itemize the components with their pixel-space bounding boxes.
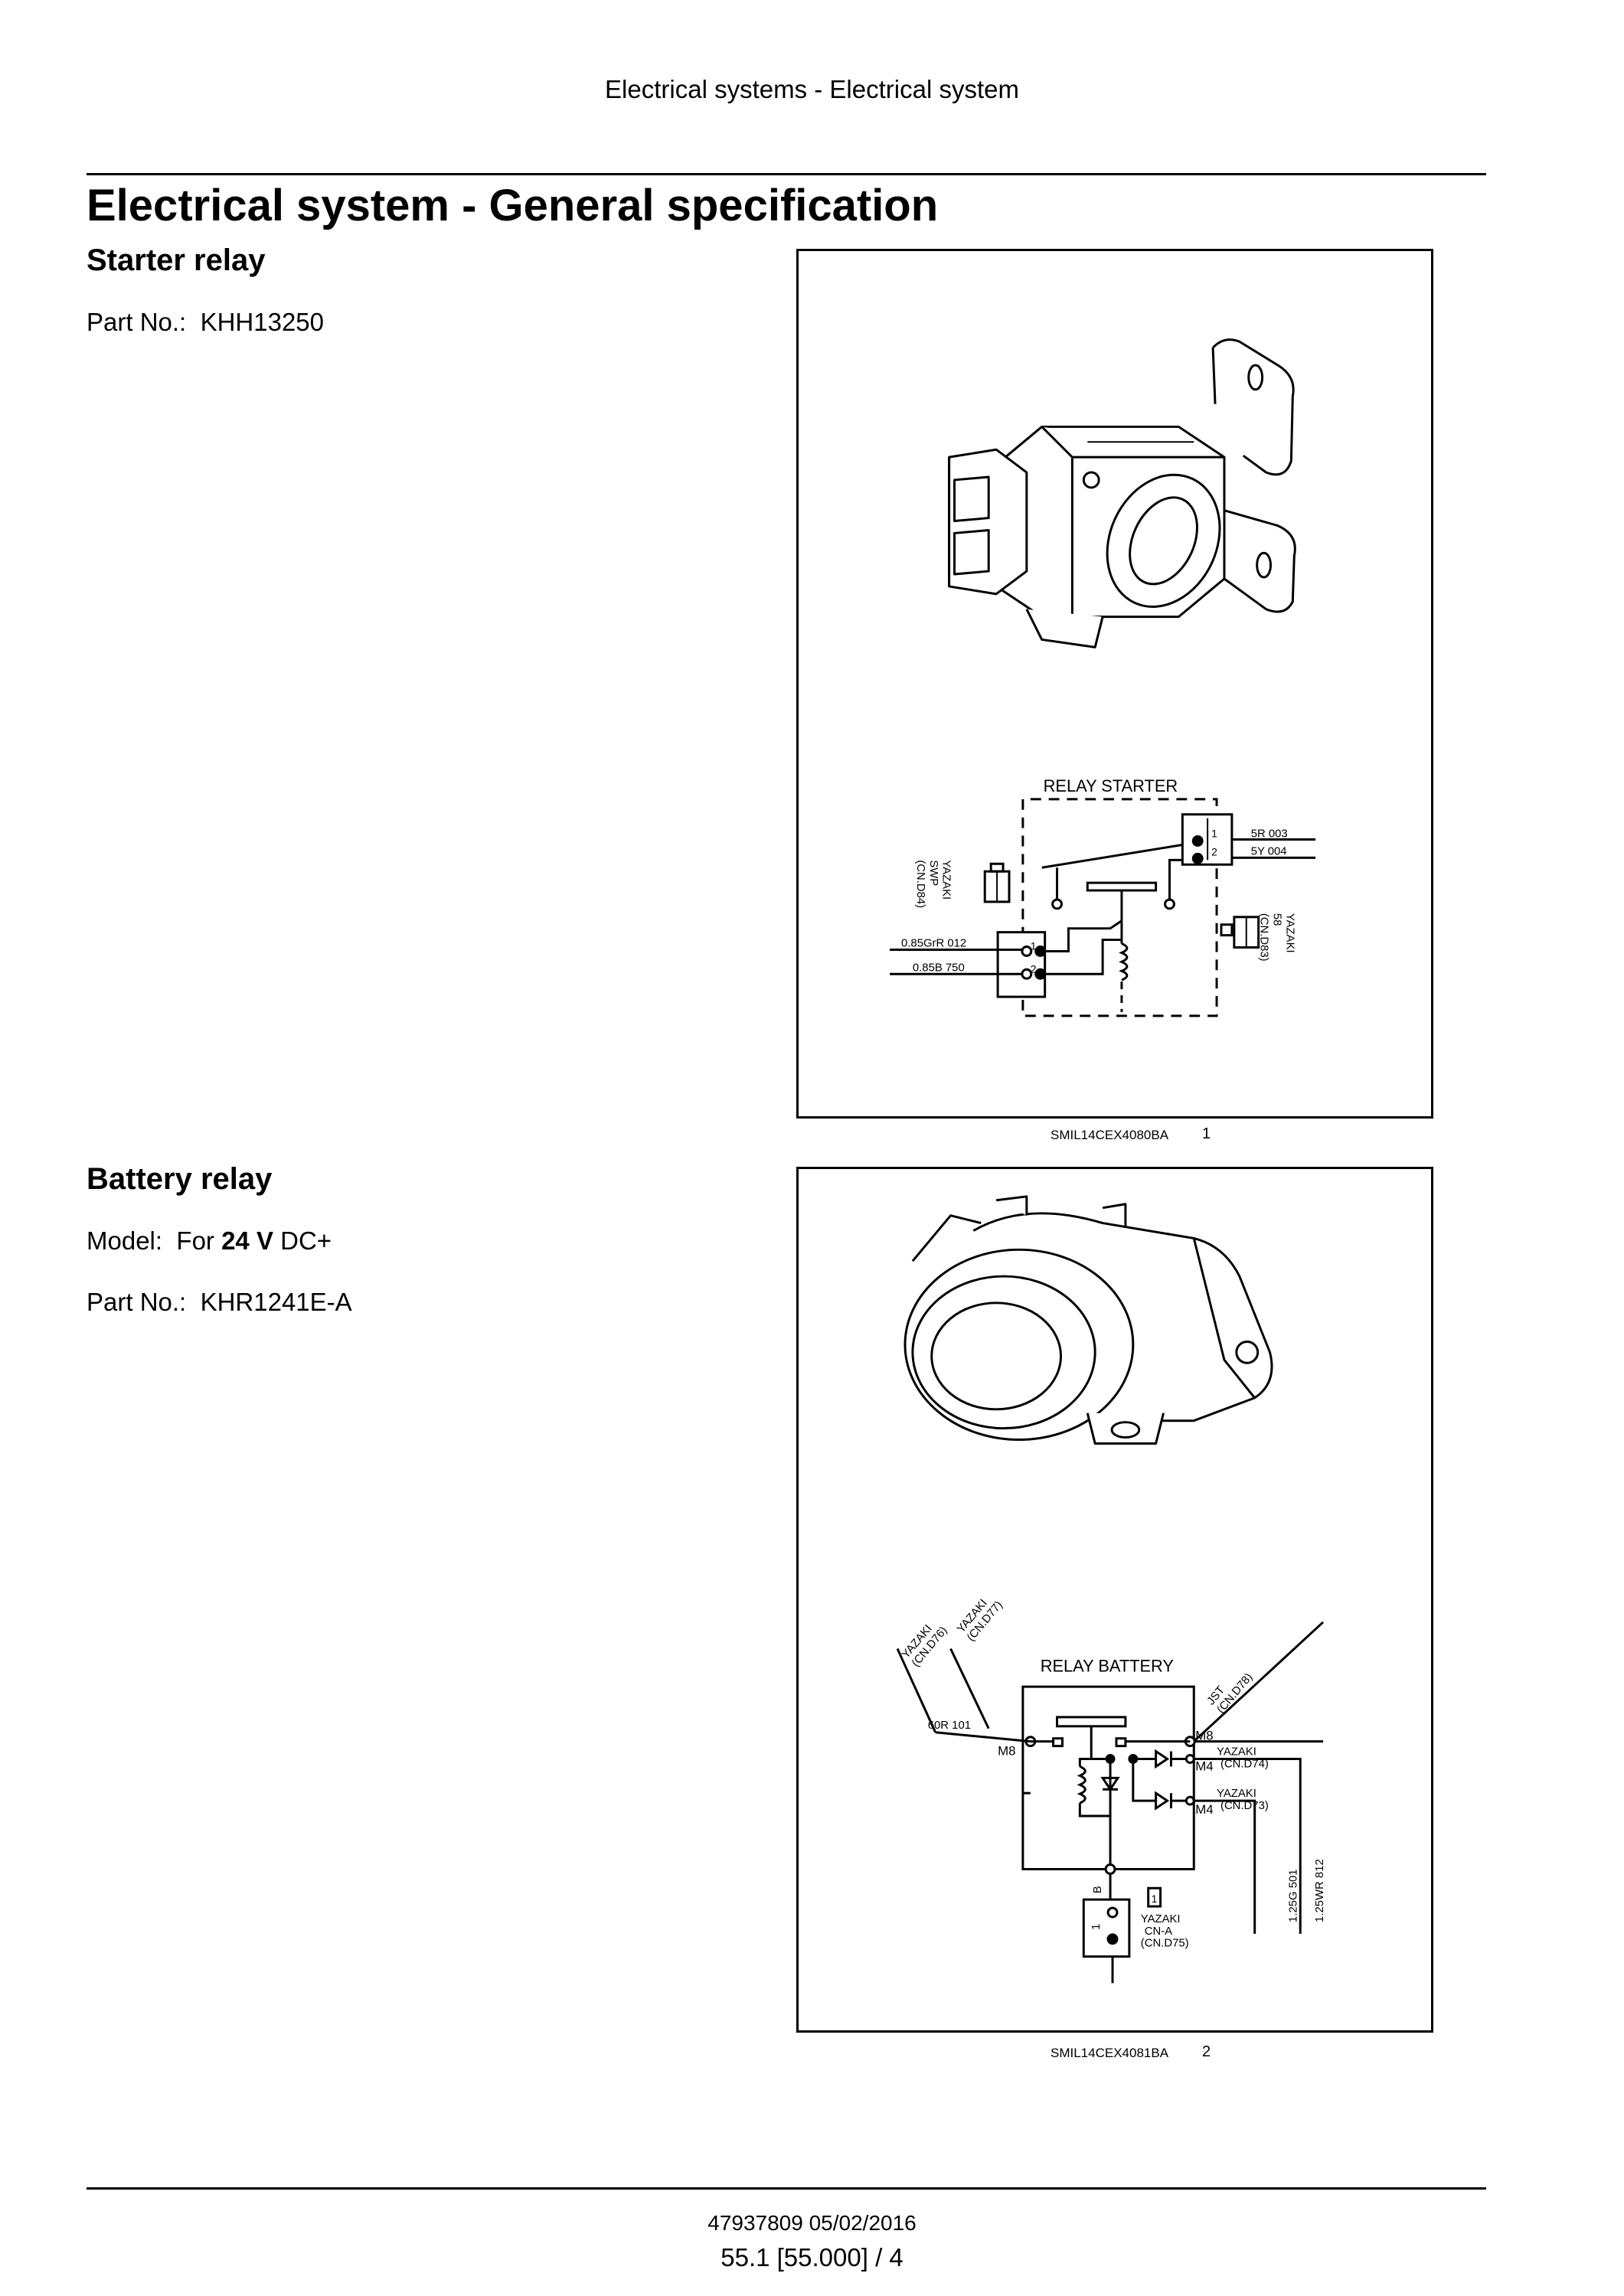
model-voltage: 24 V bbox=[221, 1226, 273, 1255]
connector-label: YAZAKI bbox=[1141, 1913, 1181, 1925]
connector-label: YAZAKI bbox=[1217, 1746, 1256, 1759]
connector-label: 58 bbox=[1270, 913, 1283, 926]
terminal-label: M4 bbox=[1195, 1802, 1213, 1817]
connector-label: (CN.D84) bbox=[914, 860, 926, 908]
pin-2-label: 2 bbox=[1211, 845, 1217, 857]
figure-1-code: SMIL14CEX4080BA bbox=[1051, 1128, 1169, 1142]
running-header: Electrical systems - Electrical system bbox=[605, 75, 1019, 103]
model-suffix: DC+ bbox=[280, 1226, 332, 1255]
header-rule bbox=[87, 173, 1486, 175]
connector-label: YAZAKI bbox=[1217, 1788, 1256, 1800]
part-value: KHH13250 bbox=[200, 308, 325, 336]
terminal-label: M4 bbox=[1195, 1759, 1213, 1773]
battery-relay-heading: Battery relay bbox=[87, 1162, 273, 1196]
pin-1-label: 1 bbox=[1211, 828, 1217, 840]
wire-label: 5R 003 bbox=[1251, 828, 1288, 841]
pin-label: B bbox=[1092, 1886, 1104, 1893]
diagram-title: RELAY BATTERY bbox=[1041, 1656, 1175, 1675]
wire-label: 1.25WR 812 bbox=[1314, 1859, 1326, 1922]
connector-label: (CN.D73) bbox=[1220, 1800, 1269, 1812]
terminal-label: M8 bbox=[1195, 1729, 1213, 1743]
starter-relay-figure: RELAY STARTER 1 2 5R 003 5Y 004 0.85GrR … bbox=[796, 249, 1433, 1119]
pin-2-label: 2 bbox=[1031, 962, 1037, 975]
model-prefix: For bbox=[176, 1226, 214, 1255]
part-label: Part No.: bbox=[87, 308, 187, 336]
wire-label: 1.25G 501 bbox=[1287, 1869, 1299, 1922]
starter-relay-heading: Starter relay bbox=[87, 243, 266, 277]
starter-relay-part-number: Part No.: KHH13250 bbox=[87, 308, 324, 337]
figure-2-code: SMIL14CEX4081BA bbox=[1051, 2046, 1169, 2060]
part-label: Part No.: bbox=[87, 1288, 187, 1316]
wire-label: 5Y 004 bbox=[1251, 845, 1287, 857]
model-label: Model: bbox=[87, 1226, 163, 1255]
wire-label: 0.85GrR 012 bbox=[901, 938, 966, 950]
starter-relay-drawing: RELAY STARTER 1 2 5R 003 5Y 004 0.85GrR … bbox=[890, 338, 1316, 1017]
connector-label: YAZAKI bbox=[940, 860, 953, 900]
part-value: KHR1241E-A bbox=[200, 1288, 352, 1316]
document-code: 47937809 05/02/2016 bbox=[707, 2211, 917, 2235]
starter-relay-schematic bbox=[890, 798, 1316, 1017]
terminal-label: M8 bbox=[998, 1744, 1015, 1759]
connector-label: SWP bbox=[927, 860, 939, 886]
pin-label: 1 bbox=[1152, 1893, 1158, 1905]
figure-2-number: 2 bbox=[1202, 2043, 1211, 2060]
footer-rule bbox=[87, 2187, 1486, 2190]
starter-relay-illustration bbox=[948, 338, 1296, 648]
connector-label: (CN.D74) bbox=[1220, 1758, 1269, 1770]
battery-relay-model: Model: For 24 V DC+ bbox=[87, 1226, 332, 1256]
pin-label: 1 bbox=[1090, 1924, 1103, 1930]
page-title: Electrical system - General specificatio… bbox=[87, 181, 939, 230]
connector-label: (CN.D83) bbox=[1258, 913, 1270, 962]
battery-relay-schematic bbox=[896, 1621, 1325, 1984]
starter-relay-schematic-labels: RELAY STARTER 1 2 5R 003 5Y 004 0.85GrR … bbox=[901, 776, 1296, 975]
battery-relay-part-number: Part No.: KHR1241E-A bbox=[87, 1288, 352, 1317]
battery-relay-drawing: RELAY BATTERY 60R 101 M8 M8 M4 M4 YAZAKI… bbox=[896, 1195, 1326, 1984]
wire-label: 0.85B 750 bbox=[913, 962, 965, 974]
battery-relay-schematic-labels: RELAY BATTERY 60R 101 M8 M8 M4 M4 YAZAKI… bbox=[900, 1597, 1326, 1950]
wire-label: 60R 101 bbox=[928, 1720, 971, 1732]
connector-label: CN-A bbox=[1145, 1925, 1172, 1938]
battery-relay-illustration bbox=[903, 1195, 1273, 1445]
page-reference: 55.1 [55.000] / 4 bbox=[721, 2243, 903, 2272]
connector-label: YAZAKI bbox=[1283, 913, 1296, 953]
connector-label: (CN.D75) bbox=[1141, 1938, 1189, 1950]
pin-1-label: 1 bbox=[1031, 939, 1037, 952]
diagram-title: RELAY STARTER bbox=[1044, 776, 1178, 795]
figure-1-number: 1 bbox=[1202, 1125, 1211, 1142]
battery-relay-figure: RELAY BATTERY 60R 101 M8 M8 M4 M4 YAZAKI… bbox=[796, 1167, 1433, 2033]
